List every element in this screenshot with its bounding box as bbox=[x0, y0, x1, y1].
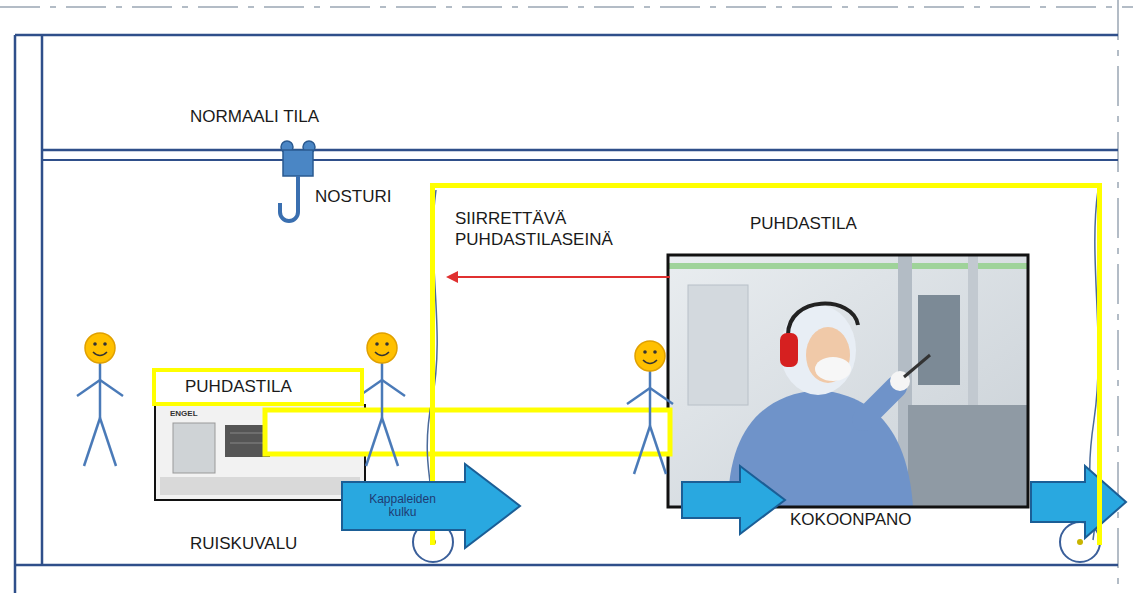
flow-arrow bbox=[1031, 466, 1126, 538]
person-figure bbox=[627, 341, 673, 474]
person-figure bbox=[77, 333, 123, 466]
cleanroom-box: PUHDASTILA bbox=[152, 368, 364, 406]
wall-label: SIIRRETTÄVÄ PUHDASTILASEINÄ bbox=[455, 208, 645, 251]
move-arrow bbox=[452, 276, 670, 278]
photo-panel bbox=[918, 295, 960, 385]
floor-line bbox=[15, 564, 1118, 567]
crane-body bbox=[283, 150, 313, 176]
frame-dashed bbox=[0, 6, 1133, 8]
crane-label: NOSTURI bbox=[315, 186, 392, 207]
arrow-shape bbox=[340, 462, 522, 550]
area-label: NORMAALI TILA bbox=[190, 106, 319, 127]
move-arrowhead bbox=[446, 271, 458, 283]
photo-earmuff bbox=[780, 333, 798, 367]
wall-line bbox=[14, 35, 17, 593]
photo-machine bbox=[908, 405, 1028, 507]
assembly-photo bbox=[668, 255, 1028, 507]
arrow-outline bbox=[342, 464, 520, 548]
photo-arm bbox=[863, 387, 896, 420]
flow-arrow: Kappaleiden kulku bbox=[340, 462, 522, 550]
crane-hook bbox=[280, 176, 298, 221]
crane-rail bbox=[42, 159, 1118, 161]
area-label: RUISKUVALU bbox=[190, 533, 297, 554]
area-title: PUHDASTILA bbox=[750, 213, 857, 234]
machine-part bbox=[173, 423, 215, 473]
photo-face bbox=[806, 327, 850, 383]
crane-rail bbox=[42, 149, 1118, 152]
person-figure bbox=[359, 333, 405, 466]
photo-ground bbox=[668, 255, 1028, 507]
photo-headband bbox=[788, 304, 858, 335]
crane-symbol bbox=[280, 141, 315, 221]
area-title: PUHDASTILA bbox=[185, 376, 292, 397]
photo-border bbox=[668, 255, 1028, 507]
flow-text: Kappaleiden kulku bbox=[357, 493, 449, 519]
photo-mask bbox=[815, 357, 851, 381]
brand-label: ENGEL bbox=[170, 409, 198, 419]
photo-window bbox=[688, 285, 748, 405]
machine-grid bbox=[230, 433, 265, 434]
clean-tunnel bbox=[265, 410, 670, 454]
wall-line bbox=[41, 35, 44, 565]
photo-tool bbox=[904, 355, 930, 377]
wheel-hub bbox=[1077, 539, 1083, 545]
area-label: KOKOONPANO bbox=[790, 509, 912, 530]
machine-base bbox=[160, 477, 360, 495]
flow-arrow bbox=[682, 466, 785, 534]
machine-grid bbox=[230, 443, 265, 444]
wall-line bbox=[15, 34, 1118, 37]
